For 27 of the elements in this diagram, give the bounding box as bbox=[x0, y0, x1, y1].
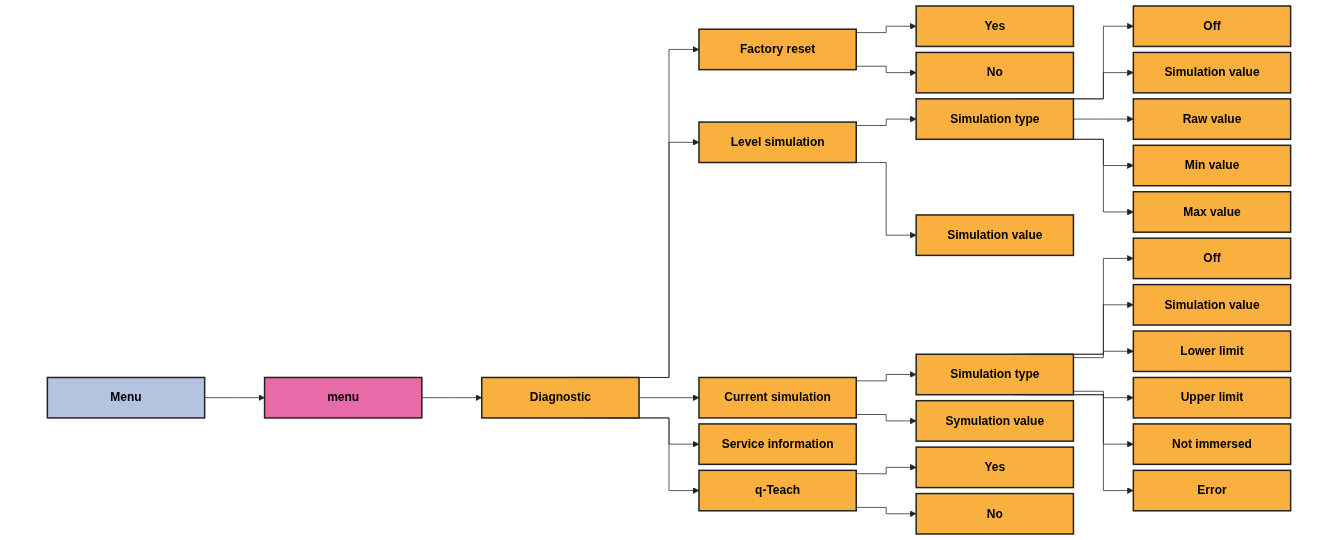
node-box: Upper limit bbox=[1132, 376, 1292, 419]
node-box: Off bbox=[1132, 237, 1292, 280]
node-box: Diagnostic bbox=[481, 376, 640, 419]
node-box: menu bbox=[263, 376, 423, 419]
node-box: Raw value bbox=[1132, 98, 1292, 141]
node-box: Service information bbox=[698, 423, 857, 466]
node-box: No bbox=[915, 492, 1075, 535]
node-box: Simulation value bbox=[1132, 51, 1292, 94]
node-box: Yes bbox=[915, 446, 1075, 489]
node-box: Simulation type bbox=[915, 98, 1075, 141]
node-box: Simulation value bbox=[1132, 283, 1292, 326]
node-box: Off bbox=[1132, 5, 1292, 48]
node-box: Not immersed bbox=[1132, 423, 1292, 466]
node-box: No bbox=[915, 51, 1075, 94]
node-box: Error bbox=[1132, 469, 1292, 512]
node-box: Min value bbox=[1132, 144, 1292, 187]
node-box: Factory reset bbox=[698, 28, 857, 71]
node-box: Simulation type bbox=[915, 353, 1075, 396]
node-box: Menu bbox=[46, 376, 206, 419]
node-box: Simulation value bbox=[915, 214, 1075, 257]
node-box: Current simulation bbox=[698, 376, 857, 419]
node-box: Yes bbox=[915, 5, 1075, 48]
node-box: Lower limit bbox=[1132, 330, 1292, 373]
node-box: Symulation value bbox=[915, 399, 1075, 442]
node-box: q-Teach bbox=[698, 469, 857, 512]
node-box: Max value bbox=[1132, 191, 1292, 233]
node-box: Level simulation bbox=[698, 121, 857, 164]
